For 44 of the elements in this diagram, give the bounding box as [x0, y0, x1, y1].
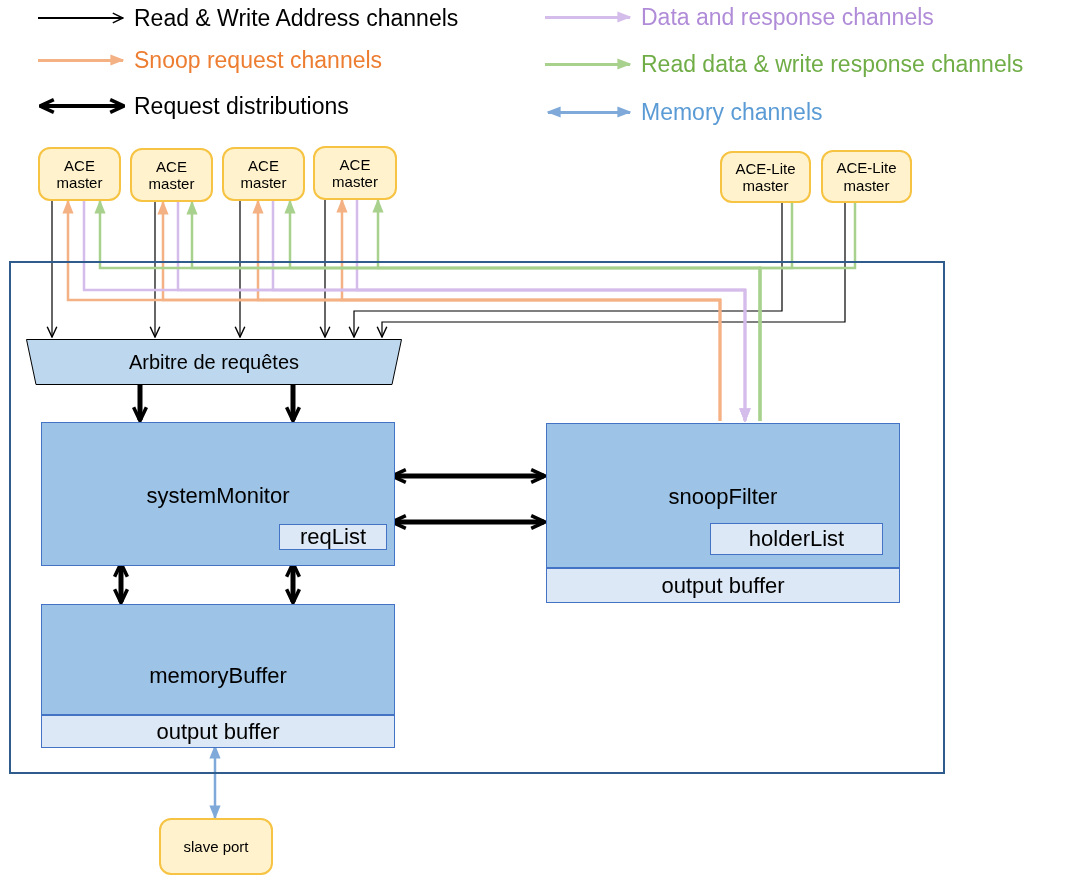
- container-box: [9, 261, 945, 774]
- master-box: [720, 151, 811, 203]
- legend-label: Memory channels: [641, 98, 823, 126]
- arrow: [131, 383, 149, 423]
- module-box: [41, 422, 395, 566]
- node-label: output buffer: [661, 572, 785, 599]
- legend-label: Data and response channels: [641, 3, 934, 31]
- node-label: ACE-Lite master: [835, 159, 898, 194]
- arrow: [376, 202, 846, 338]
- legend-label: Request distributions: [134, 92, 349, 120]
- node-label: reqList: [299, 524, 366, 550]
- master-box: [222, 147, 305, 201]
- list-box: [710, 523, 883, 555]
- node-label: slave port: [182, 837, 250, 856]
- module-box: [41, 604, 395, 715]
- arrow: [348, 202, 783, 338]
- buffer-band: [41, 715, 395, 748]
- node-label: output buffer: [156, 718, 280, 745]
- arrow: [46, 200, 58, 338]
- buffer-band: [546, 568, 900, 603]
- master-box: [821, 150, 912, 203]
- port-box: [159, 818, 273, 875]
- node-label: ACE master: [55, 156, 104, 192]
- arrow: [319, 199, 331, 338]
- master-box: [130, 148, 213, 202]
- node-label: memoryBuffer: [149, 663, 287, 689]
- module-box: [546, 423, 900, 568]
- arrow: [234, 200, 246, 338]
- node-label: snoopFilter: [668, 484, 778, 510]
- arbiter-label: Arbitre de requêtes: [128, 350, 300, 374]
- node-label: ACE master: [239, 156, 288, 192]
- list-box: [279, 524, 387, 550]
- node-label: ACE master: [331, 155, 379, 191]
- legend-label: Read & Write Address channels: [134, 4, 459, 32]
- legend-label: Snoop request channels: [134, 46, 383, 74]
- node-label: ACE master: [147, 157, 196, 193]
- arrow: [149, 201, 161, 338]
- arrow: [284, 383, 302, 423]
- node-label: holderList: [748, 526, 845, 552]
- node-label: systemMonitor: [146, 483, 290, 509]
- master-box: [38, 147, 121, 201]
- legend-label: Read data & write response channels: [641, 50, 1024, 78]
- node-label: ACE-Lite master: [734, 159, 797, 195]
- master-box: [313, 146, 397, 200]
